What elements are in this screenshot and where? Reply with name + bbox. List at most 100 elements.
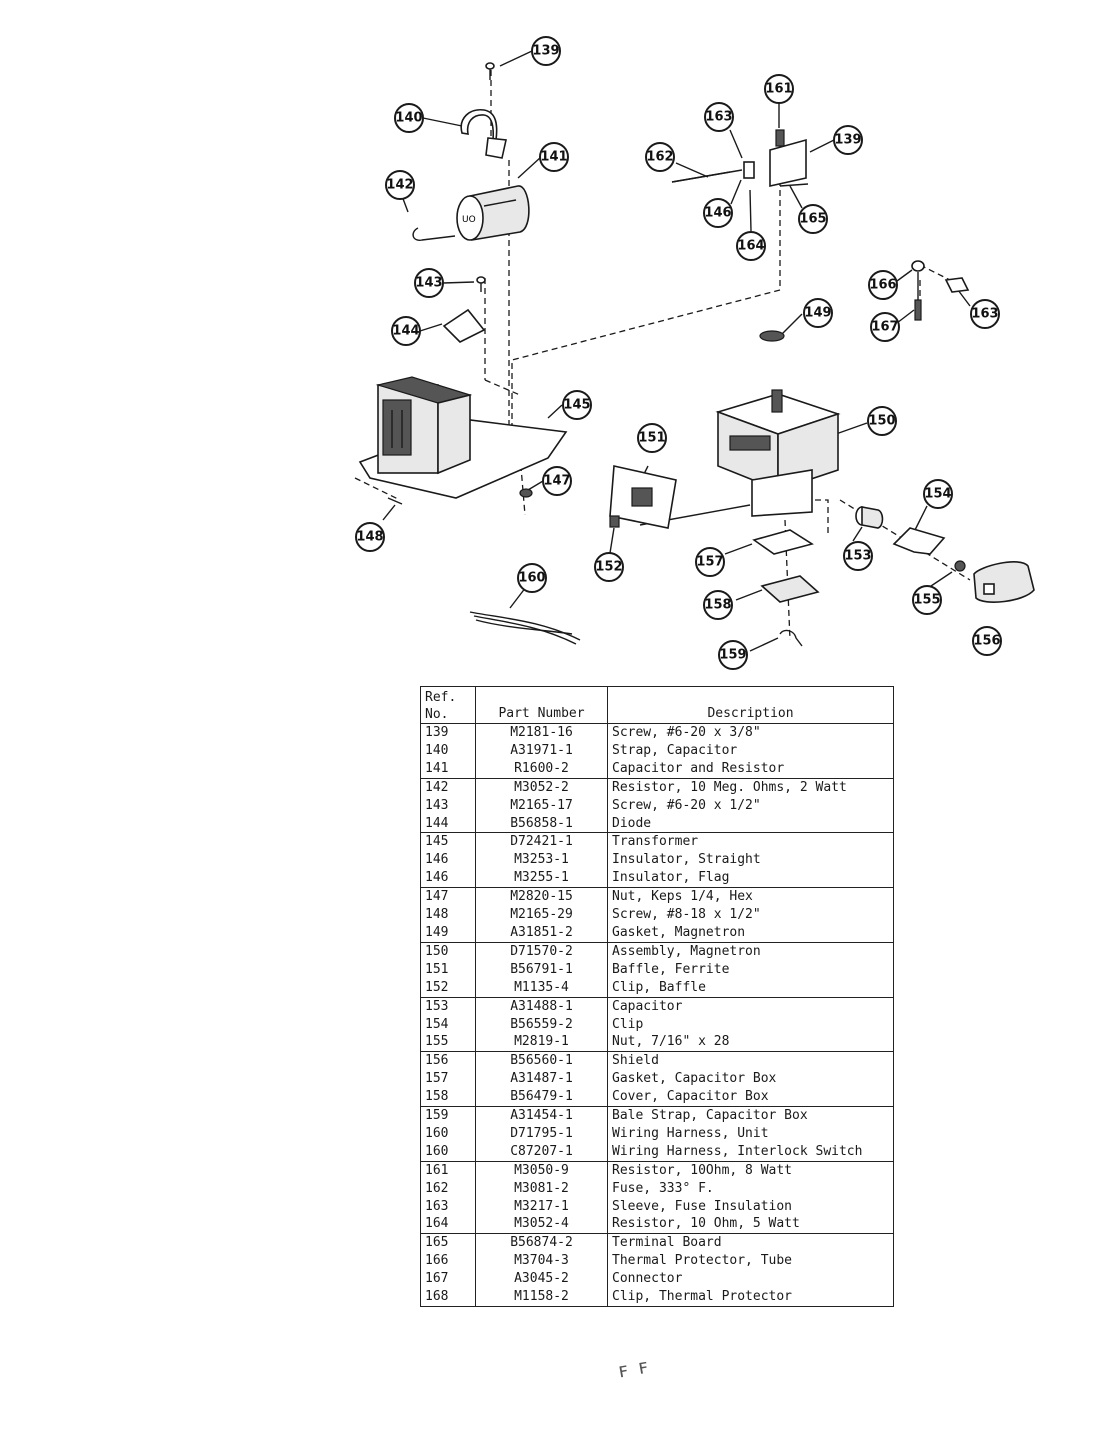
description-cell: Resistor, 10 Meg. Ohms, 2 Watt <box>607 778 894 797</box>
magnetron-assembly-icon <box>715 389 841 517</box>
ref-no-cell: 142 <box>420 778 476 797</box>
callout-164: 164 <box>736 231 766 261</box>
part-number-cell: A31487-1 <box>475 1070 608 1089</box>
callout-circle <box>562 390 592 420</box>
callout-circle <box>542 466 572 496</box>
callout-circle <box>355 522 385 552</box>
ref-no-cell: 159 <box>420 1106 476 1125</box>
callout-circle <box>394 103 424 133</box>
callout-circle <box>391 316 421 346</box>
exploded-parts-diagram: UO <box>354 36 1035 670</box>
ref-no-cell: 154 <box>420 1015 476 1034</box>
ref-no-cell: 160 <box>420 1124 476 1143</box>
callout-circle <box>833 125 863 155</box>
baffle-clip-icon <box>609 515 620 528</box>
bale-strap-icon <box>779 629 803 647</box>
capacitor-153-icon <box>855 506 884 529</box>
svg-text:UO: UO <box>462 215 476 225</box>
callout-circle <box>970 299 1000 329</box>
part-number-cell: D71570-2 <box>475 942 608 961</box>
callout-label: 153 <box>844 549 871 564</box>
callout-label: 159 <box>719 648 746 663</box>
part-number-cell: B56479-1 <box>475 1088 608 1108</box>
callout-circle <box>798 204 828 234</box>
ref-no-cell: 146 <box>420 851 476 870</box>
part-number-cell: A31971-1 <box>475 741 608 760</box>
callout-label: 160 <box>518 571 545 586</box>
part-number-cell: M3052-2 <box>475 778 608 797</box>
part-number-cell: M3217-1 <box>475 1197 608 1216</box>
part-number-cell: M3255-1 <box>475 869 608 889</box>
callout-circle <box>868 270 898 300</box>
callout-139: 139 <box>531 36 561 66</box>
callout-circle <box>843 541 873 571</box>
callout-label: 143 <box>415 276 442 291</box>
part-illustrations: UO <box>358 62 1035 647</box>
callout-143: 143 <box>414 268 444 298</box>
ref-no-cell: 152 <box>420 978 476 998</box>
ref-no-cell: 163 <box>420 1197 476 1216</box>
callout-151: 151 <box>637 423 667 453</box>
description-cell: Capacitor and Resistor <box>607 759 894 779</box>
part-number-cell: C87207-1 <box>475 1142 608 1162</box>
description-cell: Wiring Harness, Unit <box>607 1124 894 1143</box>
part-number-cell: A31454-1 <box>475 1106 608 1125</box>
callout-circle <box>870 312 900 342</box>
callout-circle <box>972 626 1002 656</box>
description-cell: Strap, Capacitor <box>607 741 894 760</box>
callout-145: 145 <box>562 390 592 420</box>
callout-label: 167 <box>871 320 898 335</box>
description-cell: Screw, #6-20 x 1/2" <box>607 796 894 815</box>
callout-167: 167 <box>870 312 900 342</box>
part-number-cell: B56560-1 <box>475 1051 608 1071</box>
transformer-icon <box>358 376 568 499</box>
shield-icon <box>973 561 1035 603</box>
part-number-cell: M3253-1 <box>475 851 608 870</box>
part-number-cell: M3081-2 <box>475 1179 608 1198</box>
ref-no-cell: 144 <box>420 814 476 834</box>
ref-no-cell: 150 <box>420 942 476 961</box>
callout-label: 165 <box>799 212 826 227</box>
part-number-cell: B56791-1 <box>475 960 608 979</box>
screw-139-icon <box>485 62 495 80</box>
keps-nut-icon <box>519 488 533 498</box>
part-number-header: Part Number <box>475 686 608 724</box>
callout-139: 139 <box>833 125 863 155</box>
part-number-cell: R1600-2 <box>475 759 608 779</box>
ref-no-cell: 149 <box>420 923 476 943</box>
part-number-cell: B56874-2 <box>475 1233 608 1253</box>
description-cell: Screw, #6-20 x 3/8" <box>607 723 894 742</box>
description-cell: Terminal Board <box>607 1233 894 1253</box>
description-cell: Insulator, Flag <box>607 869 894 889</box>
part-number-cell: M3704-3 <box>475 1252 608 1271</box>
thermal-protector-icon <box>911 260 970 321</box>
ref-no-cell: 155 <box>420 1033 476 1053</box>
callout-label: 150 <box>868 414 895 429</box>
footer-mark: ꜰ ꜰ <box>616 1353 652 1383</box>
callout-160: 160 <box>517 563 547 593</box>
part-number-cell: M1135-4 <box>475 978 608 998</box>
callout-157: 157 <box>695 547 725 577</box>
ref-no-cell: 161 <box>420 1161 476 1180</box>
ref-no-cell: 162 <box>420 1179 476 1198</box>
callout-159: 159 <box>718 640 748 670</box>
part-number-cell: D72421-1 <box>475 832 608 852</box>
part-number-cell: A31851-2 <box>475 923 608 943</box>
part-number-cell: M1158-2 <box>475 1288 608 1308</box>
description-cell: Clip <box>607 1015 894 1034</box>
description-cell: Gasket, Magnetron <box>607 923 894 943</box>
callout-label: 152 <box>595 560 622 575</box>
part-number-cell: M3052-4 <box>475 1215 608 1235</box>
ref-no-cell: 164 <box>420 1215 476 1235</box>
callout-circle <box>594 552 624 582</box>
description-cell: Screw, #8-18 x 1/2" <box>607 906 894 924</box>
